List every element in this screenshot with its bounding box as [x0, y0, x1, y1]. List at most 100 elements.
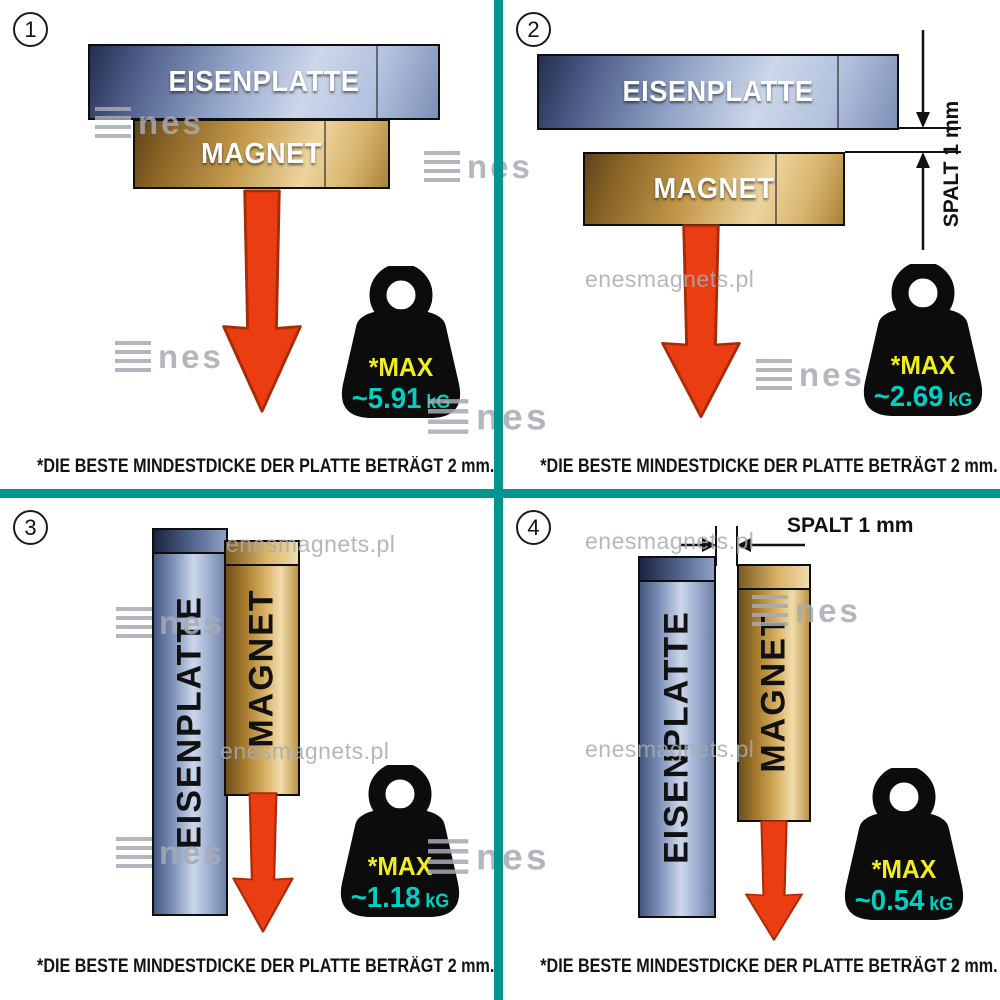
magnet-label: MAGNET [653, 172, 775, 205]
panel-number-badge: 3 [13, 510, 48, 545]
magnet-facet-line [324, 121, 326, 187]
gap-dimension-lines [845, 30, 961, 250]
enes-logo-text: nes [158, 338, 224, 375]
plate-top-face [154, 530, 226, 554]
footnote-text: *DIE BESTE MINDESTDICKE DER PLATTE BETRÄ… [540, 456, 947, 477]
magnet-top-face [739, 566, 809, 590]
iron-plate-label: EISENPLATTE [168, 65, 360, 98]
weight-value-number: ~5.91 [351, 383, 422, 415]
footnote-bold: 2 mm. [950, 456, 998, 477]
gap-label: SPALT 1 mm [787, 514, 914, 537]
divider-vertical [494, 0, 503, 1000]
enes-logo-text: nes [799, 356, 865, 393]
panel-number-badge: 1 [13, 12, 48, 47]
pull-force-arrow-icon [232, 792, 294, 933]
weight-max-label: *MAX [367, 851, 433, 881]
enes-logo-bars-icon [428, 399, 469, 434]
kettlebell-shape [844, 768, 964, 920]
enes-logo-bars-icon [428, 839, 469, 874]
magnet-facet-line [775, 154, 777, 224]
magnet-label: MAGNET [242, 588, 281, 748]
magnet-top-face [226, 542, 298, 566]
weight-value-number: ~0.54 [854, 885, 925, 917]
divider-horizontal [0, 489, 1000, 498]
weight-unit: kG [425, 891, 450, 912]
footnote: *DIE BESTE MINDESTDICKE DER PLATTE BETRÄ… [37, 956, 494, 978]
enes-logo-text: nes [476, 395, 550, 438]
site-watermark: enesmagnets.pl [585, 528, 755, 554]
kettlebell-shape [341, 266, 461, 418]
magnet-label: MAGNET [754, 613, 793, 773]
enes-logo-text: nes [159, 834, 225, 871]
footnote: *DIE BESTE MINDESTDICKE DER PLATTE BETRÄ… [540, 456, 997, 478]
kettlebell-shape [863, 264, 983, 416]
weight-value-number: ~1.18 [350, 882, 421, 914]
footnote-bold: 2 mm. [447, 956, 495, 977]
enes-logo-watermark: nes [116, 606, 225, 639]
gap-label: SPALT 1 mm [940, 100, 963, 228]
pull-force-arrow-icon [661, 224, 741, 418]
panel-number: 3 [24, 514, 37, 540]
site-watermark: enesmagnets.pl [220, 738, 390, 764]
plate-top-face [640, 558, 714, 582]
panel-number: 2 [527, 16, 540, 42]
enes-logo-text: nes [476, 835, 550, 878]
enes-logo-bars-icon [116, 837, 152, 868]
kettlebell-shape [340, 765, 460, 917]
panel-number: 4 [527, 514, 540, 540]
enes-logo-watermark: nes [424, 150, 533, 183]
plate-facet-line [376, 46, 378, 118]
panel-1-horizontal-contact: 1 EISENPLATTE MAGNET *MAX ~5.91kG *DIE B… [0, 0, 494, 489]
weight-unit: kG [948, 390, 973, 411]
plate-facet-line [837, 56, 839, 128]
weight-unit: kG [929, 894, 954, 915]
site-watermark: enesmagnets.pl [585, 736, 755, 762]
site-watermark: enesmagnets.pl [226, 531, 396, 557]
magnet-label: MAGNET [201, 137, 322, 170]
enes-logo-watermark: nes [116, 836, 225, 869]
enes-logo-text: nes [138, 104, 204, 141]
enes-logo-watermark: nes [115, 340, 224, 373]
enes-logo-bars-icon [95, 107, 131, 138]
weight-max-label: *MAX [871, 854, 937, 884]
gap-dimension-lines [681, 526, 805, 566]
footnote-text: *DIE BESTE MINDESTDICKE DER PLATTE BETRÄ… [540, 956, 947, 977]
pull-force-arrow-icon [744, 820, 804, 941]
panel-number-badge: 4 [516, 510, 551, 545]
panel-number-badge: 2 [516, 12, 551, 47]
magnet: MAGNET [583, 152, 845, 226]
enes-logo-watermark: nes [756, 358, 865, 391]
footnote-text: *DIE BESTE MINDESTDICKE DER PLATTE BETRÄ… [37, 956, 444, 977]
enes-logo-bars-icon [115, 341, 151, 372]
enes-logo-bars-icon [756, 359, 792, 390]
weight-max-label: *MAX [890, 350, 956, 380]
panel-number: 1 [24, 16, 37, 42]
enes-logo-text: nes [795, 592, 861, 629]
enes-logo-watermark: nes [428, 838, 550, 875]
weight-max-label: *MAX [368, 352, 434, 382]
footnote: *DIE BESTE MINDESTDICKE DER PLATTE BETRÄ… [37, 456, 494, 478]
panel-4-vertical-gap: 4 SPALT 1 mm EISENPLATTE MAGNET * [503, 498, 1000, 1000]
enes-logo-watermark: nes [95, 106, 204, 139]
iron-plate-label: EISENPLATTE [622, 75, 814, 108]
enes-logo-watermark: nes [752, 594, 861, 627]
footnote: *DIE BESTE MINDESTDICKE DER PLATTE BETRÄ… [540, 956, 997, 978]
panel-2-horizontal-gap: 2 EISENPLATTE MAGNET SPALT 1 mm * [503, 0, 1000, 489]
enes-logo-bars-icon [116, 607, 152, 638]
iron-plate: EISENPLATTE [88, 44, 440, 120]
footnote-bold: 2 mm. [447, 456, 495, 477]
enes-logo-bars-icon [752, 595, 788, 626]
footnote-bold: 2 mm. [950, 956, 998, 977]
weight-value-number: ~2.69 [873, 381, 944, 413]
enes-logo-text: nes [159, 604, 225, 641]
iron-plate: EISENPLATTE [638, 556, 716, 918]
iron-plate: EISENPLATTE [537, 54, 899, 130]
